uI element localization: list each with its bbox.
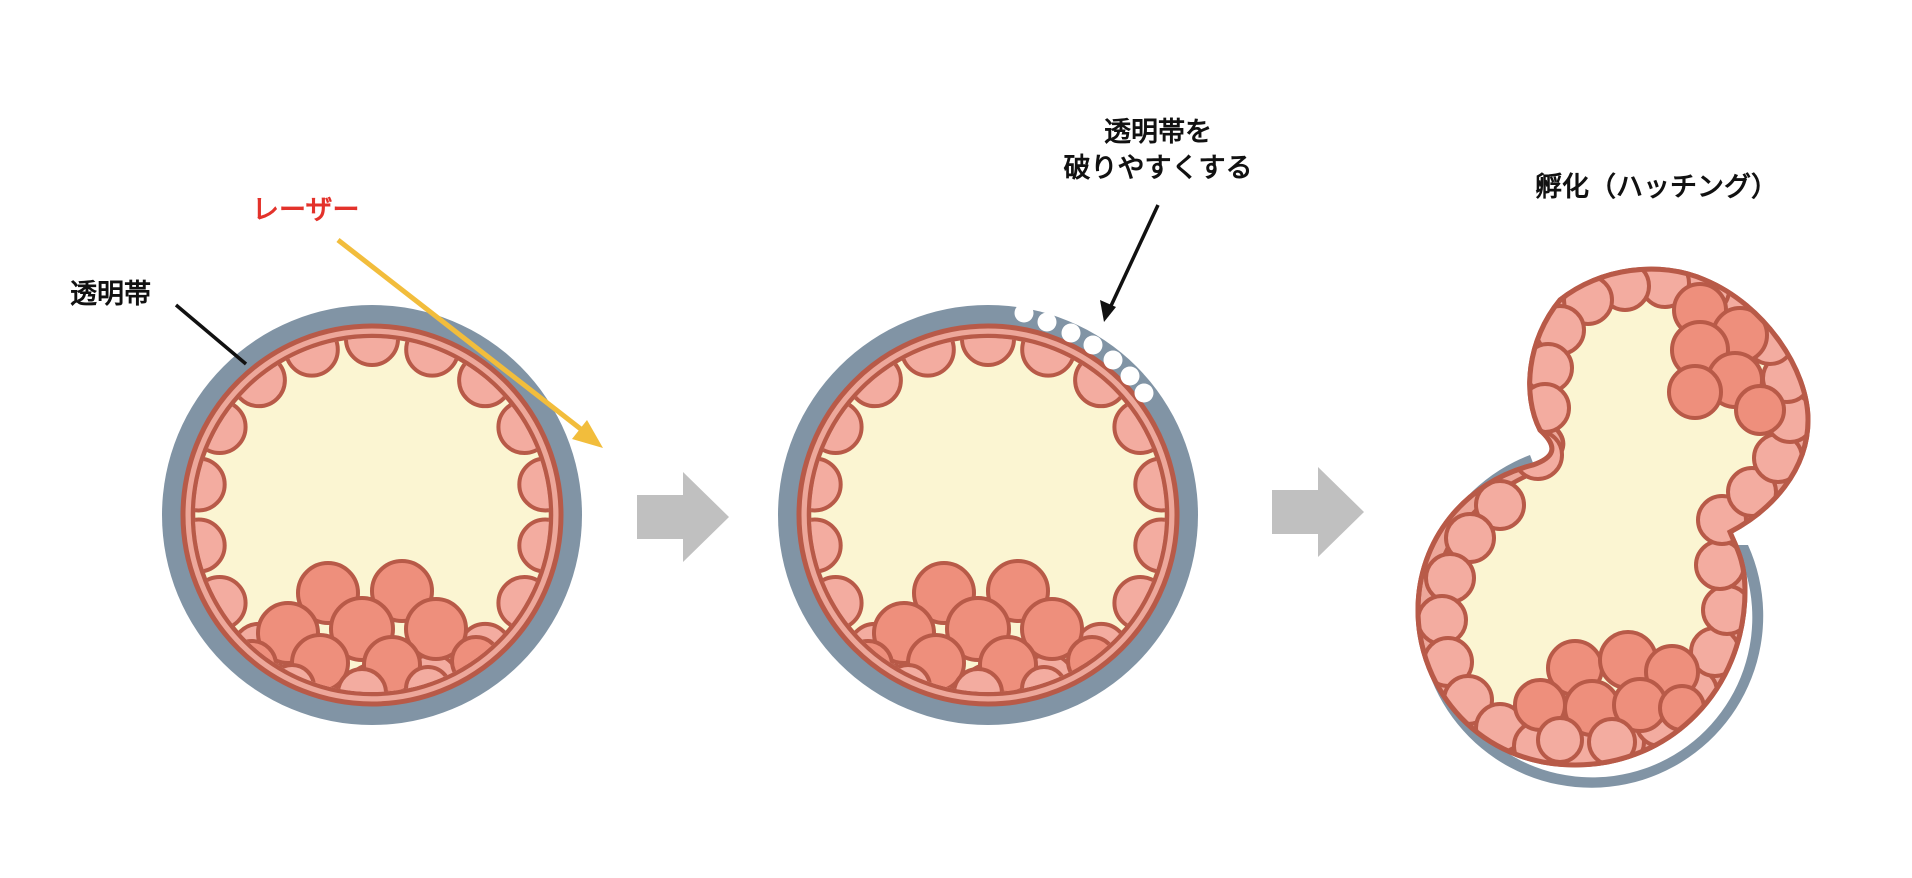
inner-cell xyxy=(952,667,1004,692)
zona-thinning-dots xyxy=(1014,303,1154,403)
laser-beam-line xyxy=(336,238,584,432)
stage-2-embryo xyxy=(778,305,1198,725)
inner-cell xyxy=(1020,597,1084,661)
inner-cell xyxy=(404,597,468,661)
thinning-pointer-head xyxy=(1100,300,1116,322)
inner-cell xyxy=(1667,364,1723,420)
thinning-dot xyxy=(1103,350,1123,370)
thinning-dot xyxy=(1061,323,1081,343)
thinning-dot xyxy=(1037,312,1057,332)
thinning-dot xyxy=(1120,366,1140,386)
thinning-label-line-1: 透明帯を xyxy=(1104,117,1212,148)
process-arrow-2 xyxy=(1272,467,1364,557)
inner-cell xyxy=(1536,716,1584,764)
thinning-dot xyxy=(1014,303,1034,323)
zona-label: 透明帯 xyxy=(70,279,151,310)
thinning-dot xyxy=(1134,383,1154,403)
thinning-label: 透明帯を 破りやすくする xyxy=(1064,115,1253,188)
stage-3-hatching-embryo xyxy=(1415,266,1811,788)
trophectoderm-cell xyxy=(1474,479,1526,531)
trophectoderm-cell xyxy=(1424,552,1476,604)
thinning-pointer-arrow xyxy=(1100,204,1160,322)
laser-label: レーザー xyxy=(252,195,360,226)
inner-cell xyxy=(336,667,388,692)
hatching-outline xyxy=(1415,266,1811,768)
trophectoderm-cell xyxy=(1512,429,1564,481)
inner-cell-mass xyxy=(842,559,1118,692)
inner-cell xyxy=(1587,717,1637,765)
thinning-dot xyxy=(1083,335,1103,355)
laser-beam-arrow xyxy=(336,238,603,448)
thinning-label-line-2: 破りやすくする xyxy=(1063,153,1253,185)
process-arrow-1 xyxy=(637,472,729,562)
inner-cell xyxy=(1734,384,1786,436)
stage-1-embryo xyxy=(162,305,582,725)
hatching-label: 孵化（ハッチング） xyxy=(1535,172,1778,203)
thinning-pointer-line xyxy=(1108,204,1160,309)
zona-pointer-line xyxy=(174,303,248,366)
inner-cell xyxy=(1658,684,1706,732)
laser-beam-head xyxy=(572,420,603,448)
